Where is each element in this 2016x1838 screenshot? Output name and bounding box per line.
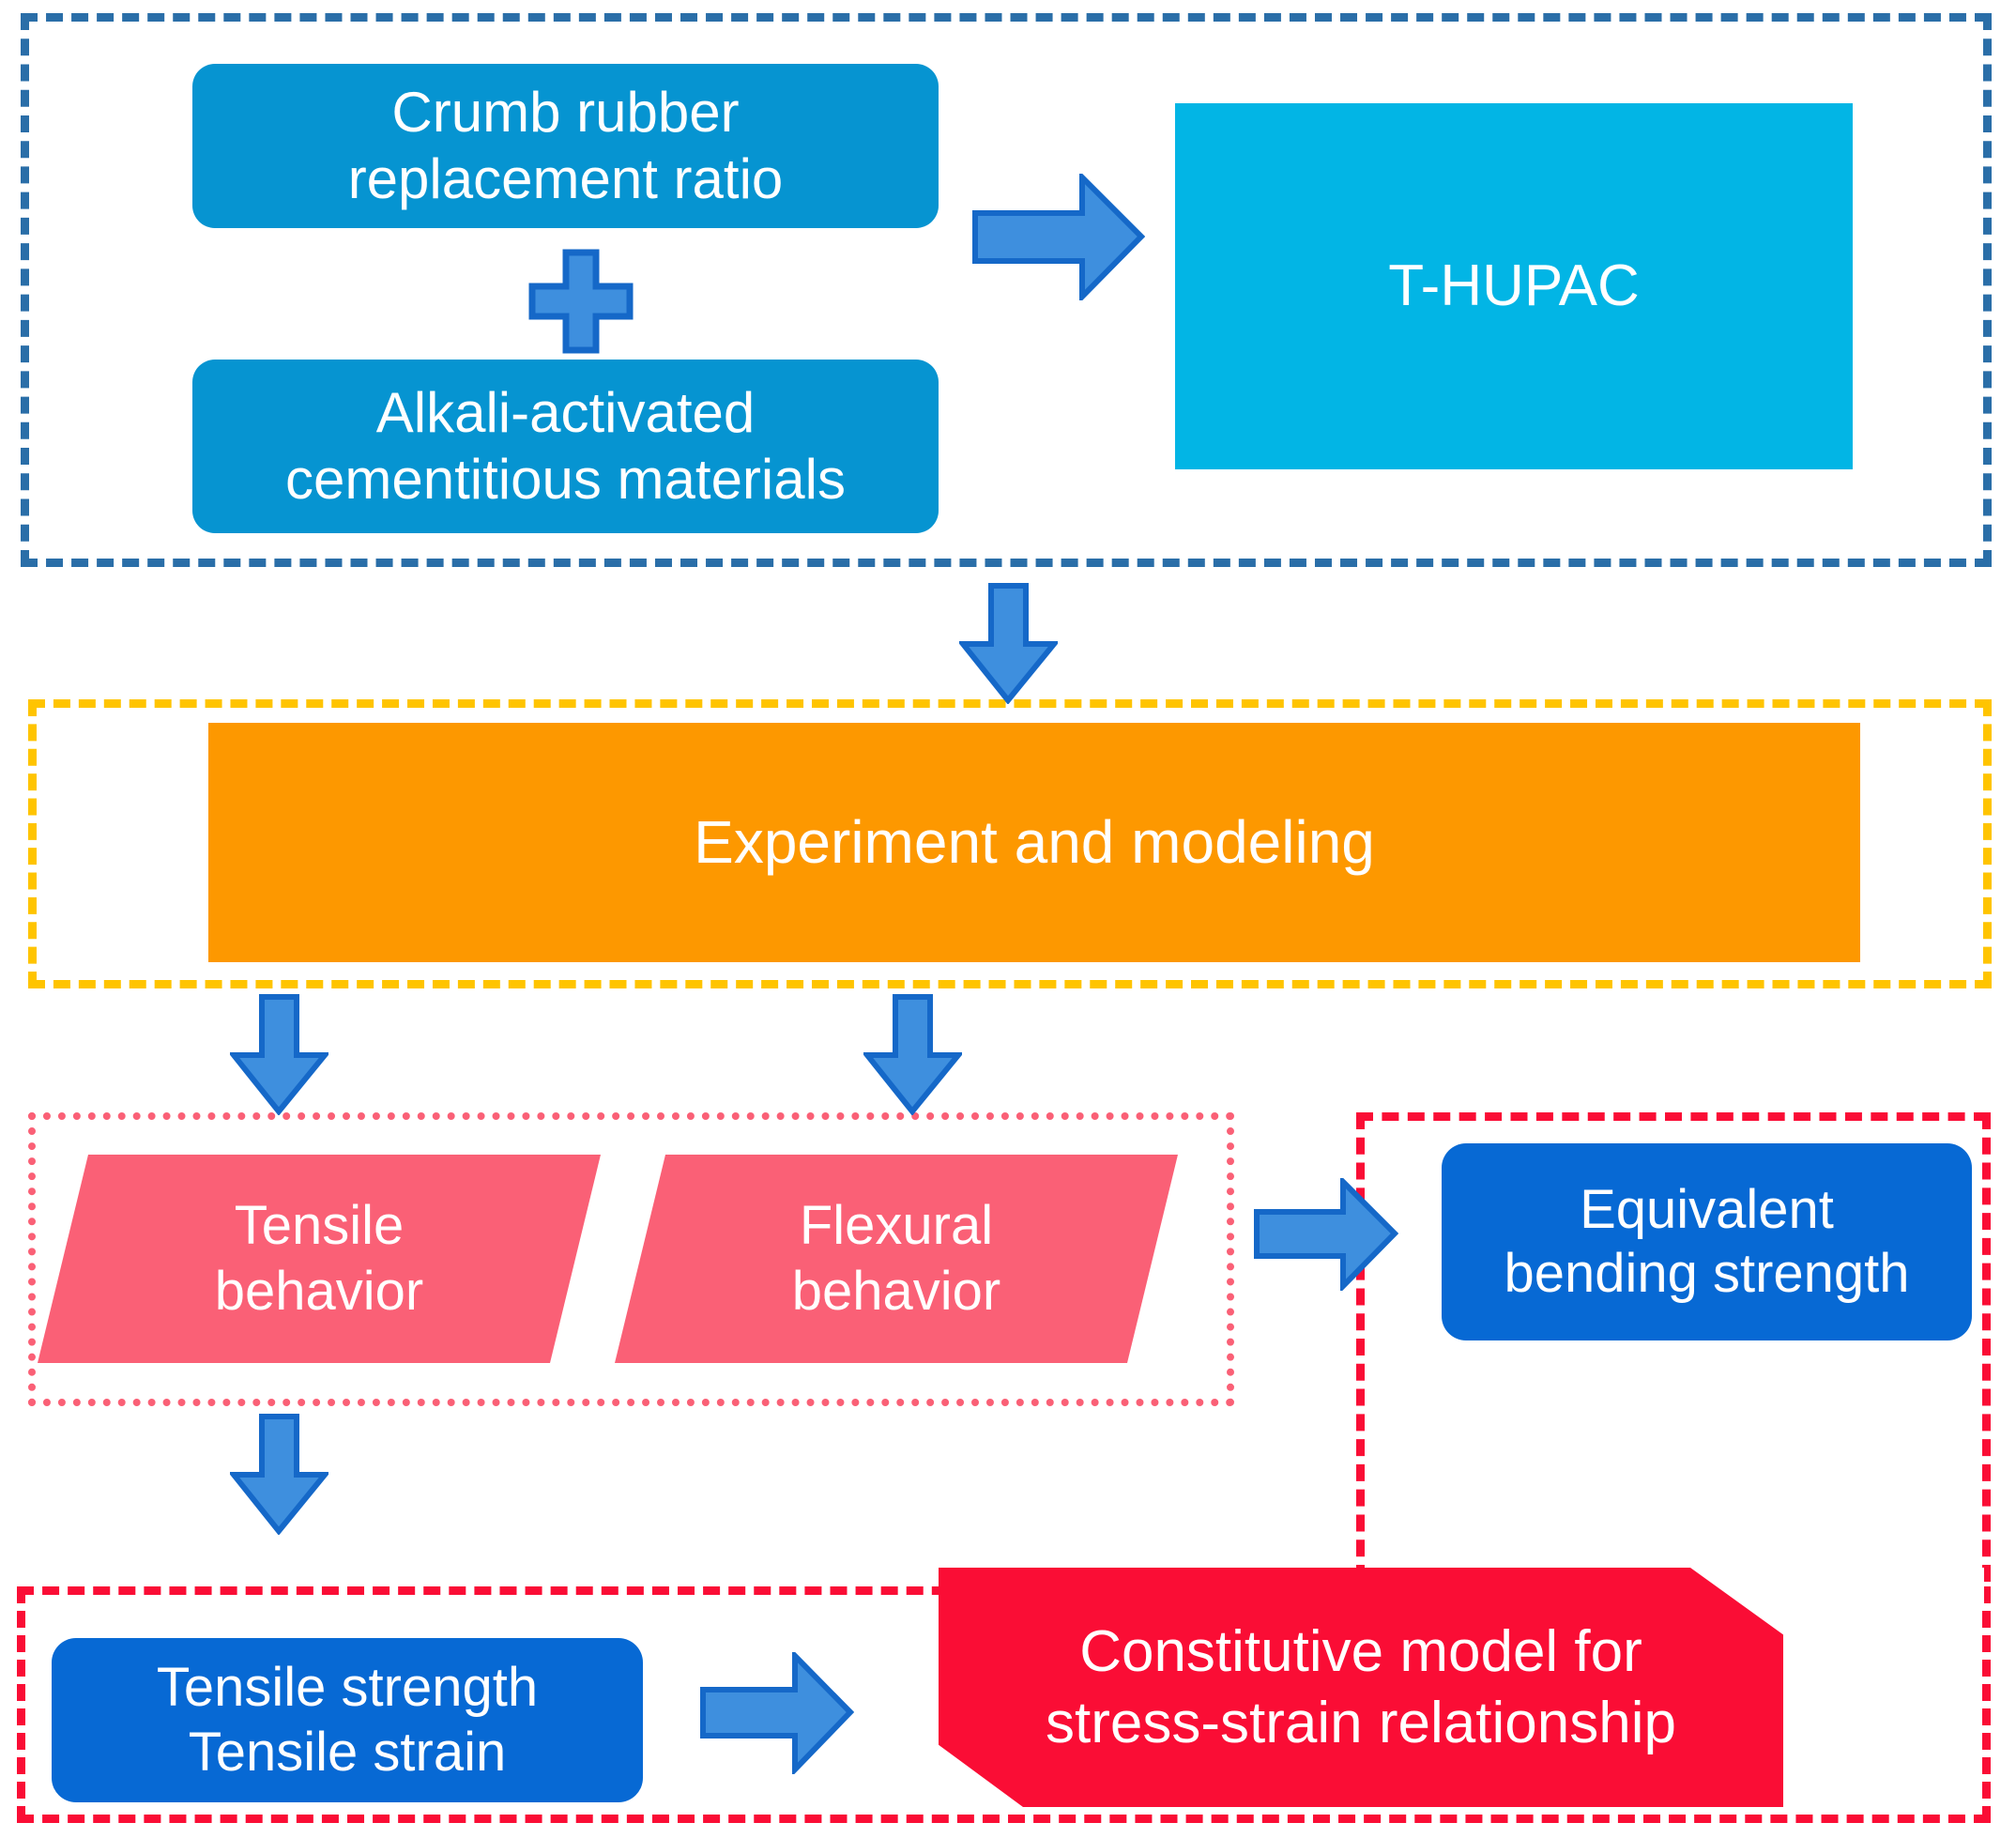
node-tensile-behavior[interactable]: Tensile behavior — [38, 1155, 601, 1363]
arrow-right-to-constitutive-model-icon — [699, 1652, 854, 1774]
node-flexural-behavior-label: Flexural behavior — [791, 1195, 1001, 1322]
node-crumb-rubber-label: Crumb rubber replacement ratio — [347, 80, 784, 210]
node-equivalent-bending-strength[interactable]: Equivalent bending strength — [1442, 1143, 1972, 1340]
node-experiment-modeling-label: Experiment and modeling — [694, 807, 1375, 876]
node-flexural-behavior[interactable]: Flexural behavior — [615, 1155, 1178, 1363]
node-tensile-behavior-label: Tensile behavior — [214, 1195, 424, 1322]
arrow-right-to-thupac-icon — [971, 174, 1145, 300]
node-crumb-rubber[interactable]: Crumb rubber replacement ratio — [192, 64, 939, 228]
plus-sign-icon — [528, 249, 634, 354]
experiment-group-frame — [28, 699, 1992, 988]
node-alkali-activated-label: Alkali-activated cementitious materials — [285, 380, 846, 511]
node-tensile-strength[interactable]: Tensile strength Tensile strain — [52, 1638, 643, 1802]
node-experiment-modeling[interactable]: Experiment and modeling — [208, 723, 1860, 962]
materials-group-frame — [21, 13, 1992, 567]
node-constitutive-model[interactable]: Constitutive model for stress-strain rel… — [939, 1568, 1783, 1807]
node-equivalent-bending-strength-label: Equivalent bending strength — [1504, 1178, 1910, 1304]
node-thupac[interactable]: T-HUPAC — [1175, 103, 1853, 469]
node-alkali-activated[interactable]: Alkali-activated cementitious materials — [192, 360, 939, 533]
arrow-down-to-experiment-icon — [959, 582, 1058, 704]
behavior-group-frame — [28, 1112, 1234, 1406]
node-thupac-label: T-HUPAC — [1388, 253, 1640, 319]
node-constitutive-model-label: Constitutive model for stress-strain rel… — [1046, 1618, 1676, 1755]
node-tensile-strength-label: Tensile strength Tensile strain — [156, 1657, 539, 1783]
arrow-right-to-equivalent-bending-icon — [1253, 1178, 1398, 1291]
arrow-down-to-flexural-behavior-icon — [863, 993, 962, 1115]
arrow-down-to-tensile-behavior-icon — [230, 993, 328, 1115]
arrow-down-to-tensile-strength-icon — [230, 1413, 328, 1535]
